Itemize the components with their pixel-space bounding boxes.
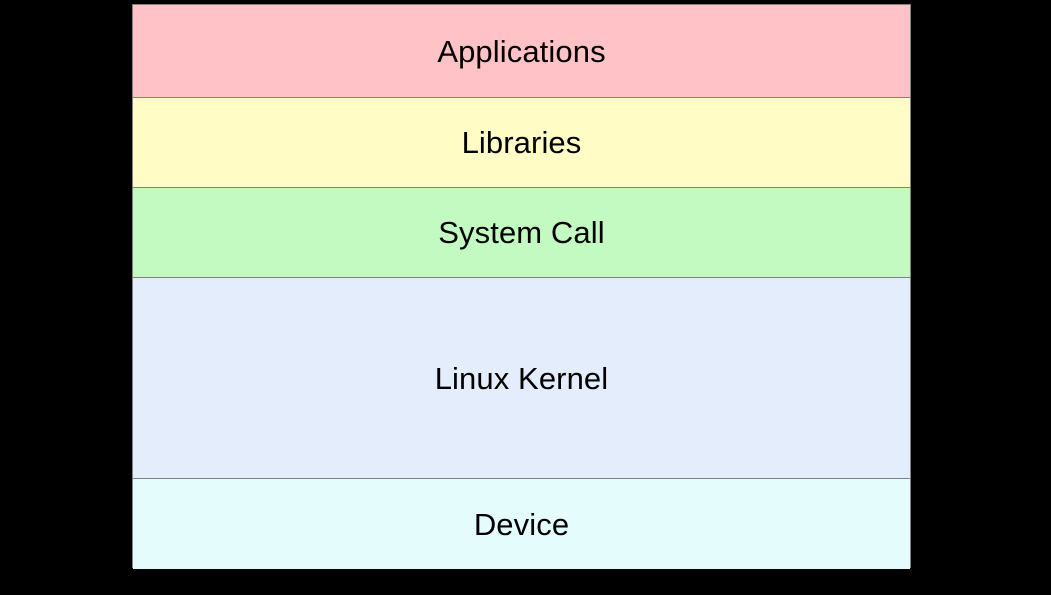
layer-label-device: Device bbox=[473, 506, 570, 542]
layer-device[interactable]: Device bbox=[133, 479, 910, 569]
layer-label-libraries: Libraries bbox=[461, 125, 582, 160]
layer-system-call[interactable]: System Call bbox=[133, 188, 910, 278]
layer-stack: Applications Libraries System Call Linux… bbox=[132, 4, 911, 569]
layer-label-system-call: System Call bbox=[438, 215, 605, 250]
layer-label-applications: Applications bbox=[437, 33, 606, 69]
layer-applications[interactable]: Applications bbox=[133, 5, 910, 98]
layer-linux-kernel[interactable]: Linux Kernel bbox=[133, 278, 910, 479]
layer-libraries[interactable]: Libraries bbox=[133, 98, 910, 188]
layer-label-linux-kernel: Linux Kernel bbox=[434, 360, 609, 396]
